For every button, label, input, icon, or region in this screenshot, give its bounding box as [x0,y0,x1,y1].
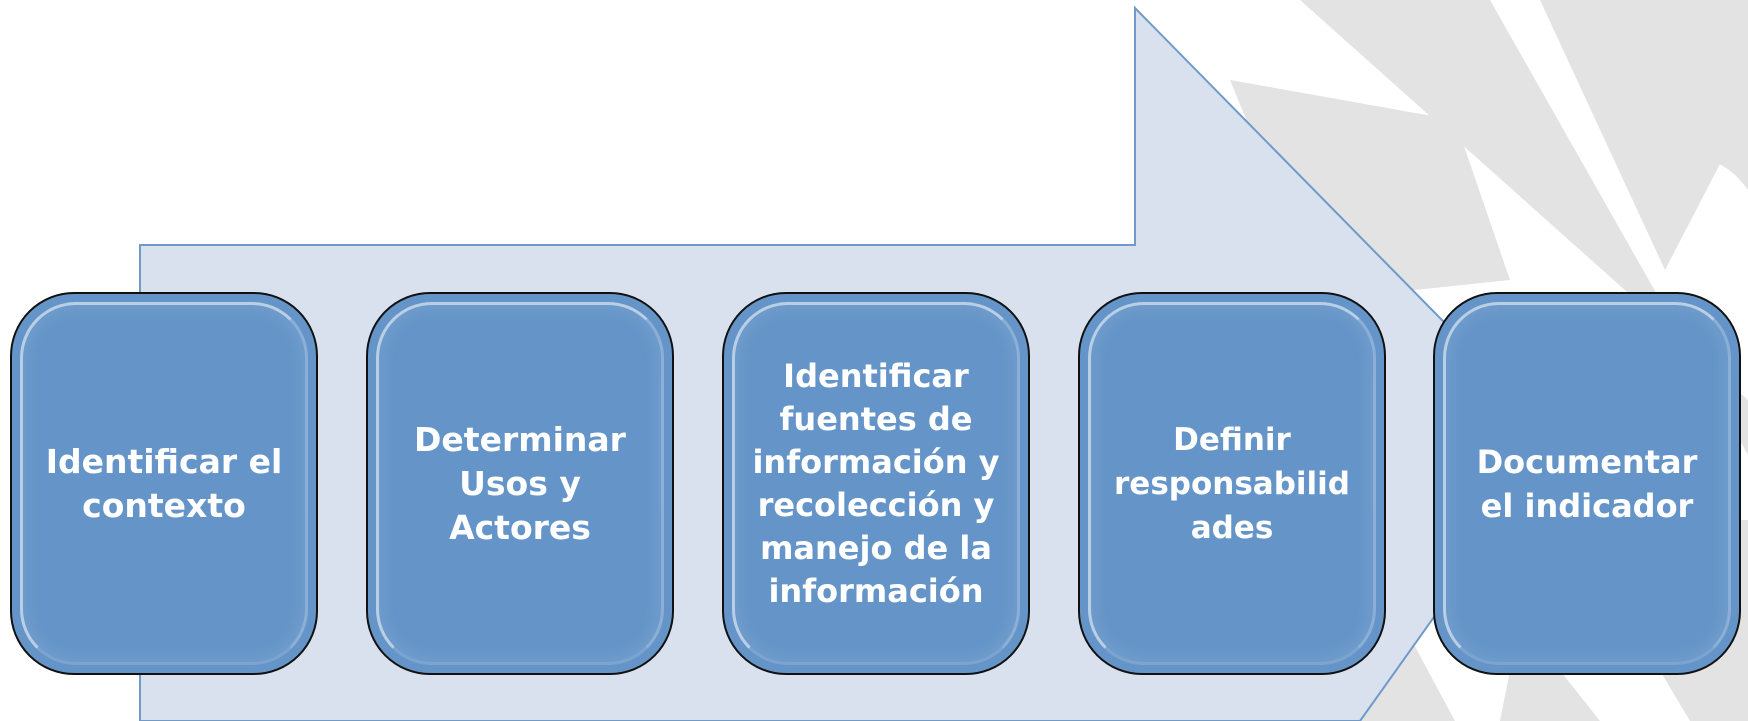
step-box-define-responsibilities: Definir responsabilid ades [1078,292,1386,675]
step-label: Determinar Usos y Actores [414,419,626,547]
step-label: Documentar el indicador [1476,442,1698,525]
step-box-identify-sources: Identificar fuentes de información y rec… [722,292,1030,675]
step-label: Definir responsabilid ades [1114,421,1350,546]
step-box-document-indicator: Documentar el indicador [1433,292,1741,675]
step-label: Identificar fuentes de información y rec… [752,356,1000,610]
step-box-determine-uses: Determinar Usos y Actores [366,292,674,675]
step-label: Identificar el contexto [45,441,283,525]
step-box-identify-context: Identificar el contexto [10,292,318,675]
